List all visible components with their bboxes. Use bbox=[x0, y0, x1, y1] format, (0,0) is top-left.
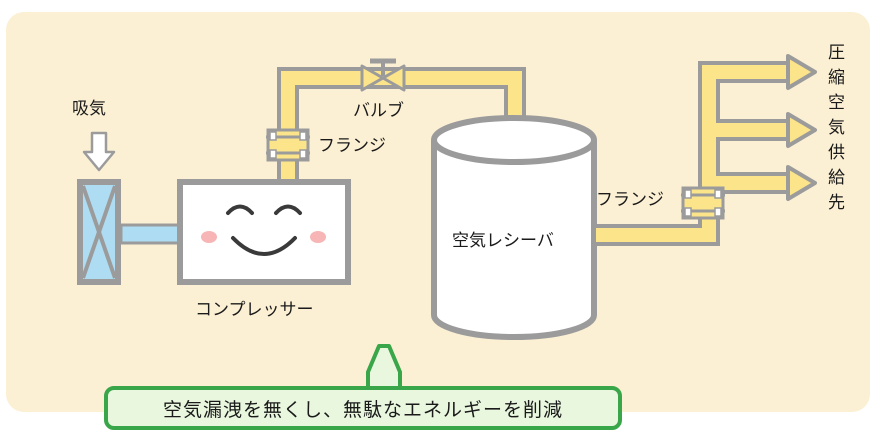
supply-char: 気 bbox=[828, 118, 845, 138]
supply-arrow-icons bbox=[786, 54, 817, 201]
callout-pointer bbox=[366, 344, 402, 389]
flange-left-label: フランジ bbox=[318, 136, 386, 156]
compressor-cheek-left bbox=[201, 231, 217, 243]
valve-label: バルブ bbox=[353, 100, 404, 121]
compressor-cheek-right bbox=[310, 231, 326, 243]
valve-icon bbox=[360, 58, 406, 92]
supply-destination-label: 圧 縮 空 気 供 給 先 bbox=[828, 43, 845, 213]
compressor-eye-left bbox=[226, 204, 254, 215]
compressor-unit bbox=[177, 179, 351, 285]
supply-arrow-icon bbox=[786, 54, 817, 90]
supply-arrow-icon bbox=[786, 165, 817, 201]
supply-char: 先 bbox=[828, 193, 845, 213]
supply-char: 給 bbox=[828, 168, 845, 188]
flange-right-label: フランジ bbox=[596, 190, 664, 210]
callout-message: 空気漏洩を無くし、無駄なエネルギーを削減 bbox=[104, 386, 622, 430]
supply-char: 縮 bbox=[828, 68, 845, 88]
receiver-label: 空気レシーバ bbox=[452, 231, 554, 251]
supply-char: 空 bbox=[828, 93, 845, 113]
flange-right-icon bbox=[681, 186, 725, 220]
compressor-label: コンプレッサー bbox=[195, 300, 314, 320]
intake-filter-icon bbox=[77, 179, 121, 285]
flange-left-icon bbox=[266, 128, 310, 162]
intake-pipe bbox=[119, 223, 183, 245]
compressor-eye-right bbox=[274, 204, 302, 215]
intake-arrow-icon bbox=[82, 131, 116, 172]
supply-pipe bbox=[596, 61, 790, 246]
intake-label: 吸気 bbox=[72, 99, 106, 119]
supply-arrow-icon bbox=[786, 112, 817, 148]
compressor-mouth bbox=[231, 236, 297, 256]
air-receiver-tank bbox=[431, 115, 597, 340]
supply-char: 供 bbox=[828, 143, 845, 163]
supply-char: 圧 bbox=[828, 43, 845, 63]
